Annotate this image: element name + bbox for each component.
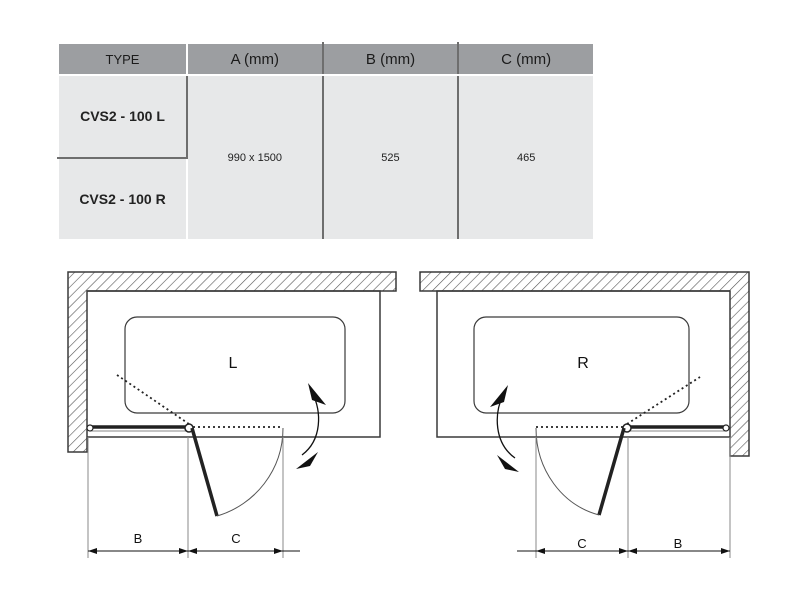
side-label-right: R [577,355,589,372]
wall-bracket-right [722,424,730,432]
spec-table: TYPE A (mm) B (mm) C (mm) CVS2 - 100 L 9… [57,42,595,241]
tub-inner-right [473,316,690,414]
arrow-down-icon [497,455,519,472]
door-open-left [190,427,219,517]
arrow-down-icon [296,452,318,469]
arrow-up-icon [490,385,508,407]
tub-outline-left [87,290,381,438]
type-cell-l: CVS2 - 100 L [57,74,188,159]
header-c: C (mm) [457,42,595,76]
tub-inner-left [124,316,346,414]
value-b: 525 [321,74,460,241]
dim-arrow-icon [274,548,283,554]
dim-label-b-right: B [674,536,683,551]
arrow-up-icon [308,383,326,405]
dim-arrow-icon [721,548,730,554]
type-cell-r: CVS2 - 100 R [57,156,188,241]
door-open-right [597,427,626,516]
dim-arrow-icon [536,548,545,554]
dim-arrow-icon [188,548,197,554]
wall-bracket-left [86,424,94,432]
dim-arrow-icon [179,548,188,554]
dim-label-c-right: C [577,536,586,551]
header-type: TYPE [57,42,188,76]
door-folded-left [116,374,190,425]
swing-arc-right [535,427,600,516]
table-header-row: TYPE A (mm) B (mm) C (mm) [57,42,595,76]
plan-left: L B C [67,271,397,558]
swing-arc-left [216,427,284,517]
side-label-left: L [229,355,238,372]
rotate-arrow-right [496,394,516,459]
value-a: 990 x 1500 [186,74,324,241]
header-a: A (mm) [186,42,324,76]
dim-label-b-left: B [134,531,143,546]
value-c: 465 [457,74,595,241]
dim-arrow-icon [619,548,628,554]
dim-arrow-icon [628,548,637,554]
plan-right: R C B [419,271,750,558]
dim-label-c-left: C [231,531,240,546]
header-b: B (mm) [321,42,460,76]
table-row: CVS2 - 100 R [57,156,594,241]
dim-arrow-icon [88,548,97,554]
tub-outline-right [436,290,730,438]
table-row: CVS2 - 100 L 990 x 1500 525 465 [57,74,595,241]
